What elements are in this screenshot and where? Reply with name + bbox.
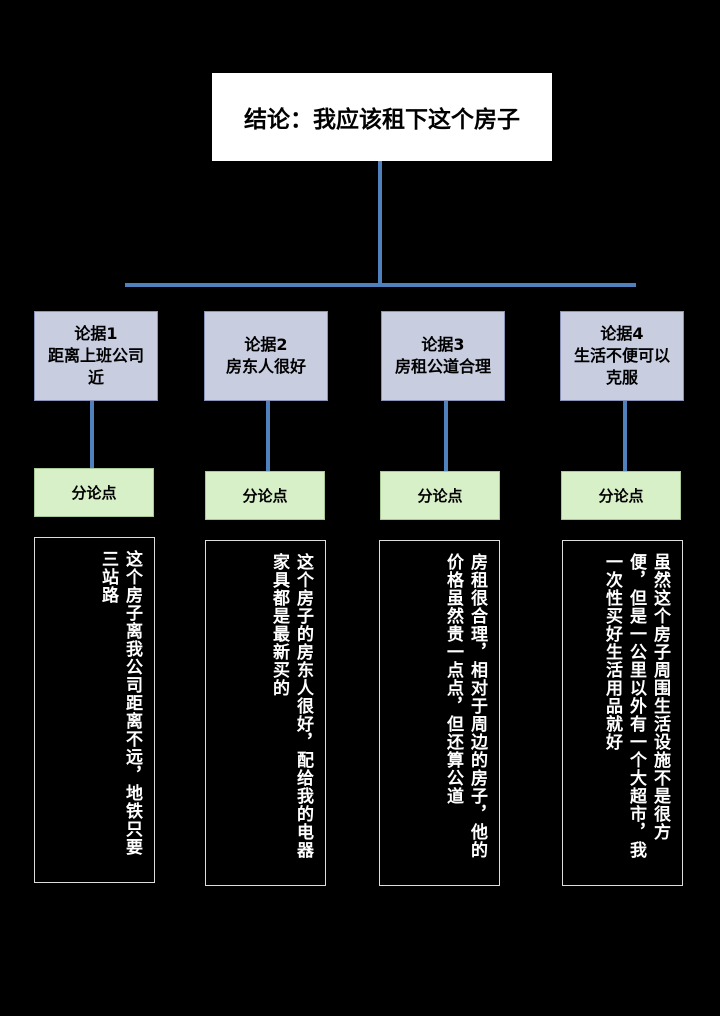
connector-1 [90, 401, 94, 468]
argument-box-3: 论据3 房租公道合理 [381, 311, 505, 401]
subpoint-box-4: 分论点 [561, 471, 681, 520]
subpoint-label: 分论点 [71, 484, 117, 502]
connector-horizontal [125, 283, 636, 287]
detail-text: 这个房子离我公司距离不远，地铁只要三站路 [98, 550, 142, 856]
argument-title: 距离上班公司近 [47, 346, 144, 387]
argument-box-1: 论据1 距离上班公司近 [34, 311, 158, 401]
argument-title: 房东人很好 [225, 357, 306, 376]
connector-2 [266, 401, 270, 471]
argument-label: 论据1 [74, 324, 118, 343]
detail-box-3: 房租很合理，相对于周边的房子，他的价格虽然贵一点点，但还算公道 [379, 540, 500, 886]
detail-text: 虽然这个房子周围生活设施不是很方便，但是一公里以外有一个大超市，我一次性买好生活… [602, 553, 670, 859]
conclusion-text: 结论：我应该租下这个房子 [244, 107, 520, 133]
subpoint-box-1: 分论点 [34, 468, 154, 517]
argument-label: 论据4 [600, 324, 644, 343]
argument-title: 房租公道合理 [394, 357, 491, 376]
subpoint-label: 分论点 [242, 487, 288, 505]
argument-title: 生活不便可以克服 [573, 346, 670, 387]
argument-label: 论据3 [421, 335, 465, 354]
connector-trunk [378, 161, 382, 287]
detail-text: 这个房子的房东人很好，配给我的电器家具都是最新买的 [269, 553, 313, 859]
conclusion-box: 结论：我应该租下这个房子 [212, 73, 552, 161]
detail-text: 房租很合理，相对于周边的房子，他的价格虽然贵一点点，但还算公道 [443, 553, 487, 859]
argument-label: 论据2 [244, 335, 288, 354]
detail-box-1: 这个房子离我公司距离不远，地铁只要三站路 [34, 537, 155, 883]
argument-box-4: 论据4 生活不便可以克服 [560, 311, 684, 401]
subpoint-label: 分论点 [417, 487, 463, 505]
subpoint-box-2: 分论点 [205, 471, 325, 520]
connector-3 [444, 401, 448, 471]
detail-box-2: 这个房子的房东人很好，配给我的电器家具都是最新买的 [205, 540, 326, 886]
argument-box-2: 论据2 房东人很好 [204, 311, 328, 401]
connector-4 [623, 401, 627, 471]
subpoint-label: 分论点 [598, 487, 644, 505]
subpoint-box-3: 分论点 [380, 471, 500, 520]
detail-box-4: 虽然这个房子周围生活设施不是很方便，但是一公里以外有一个大超市，我一次性买好生活… [562, 540, 683, 886]
